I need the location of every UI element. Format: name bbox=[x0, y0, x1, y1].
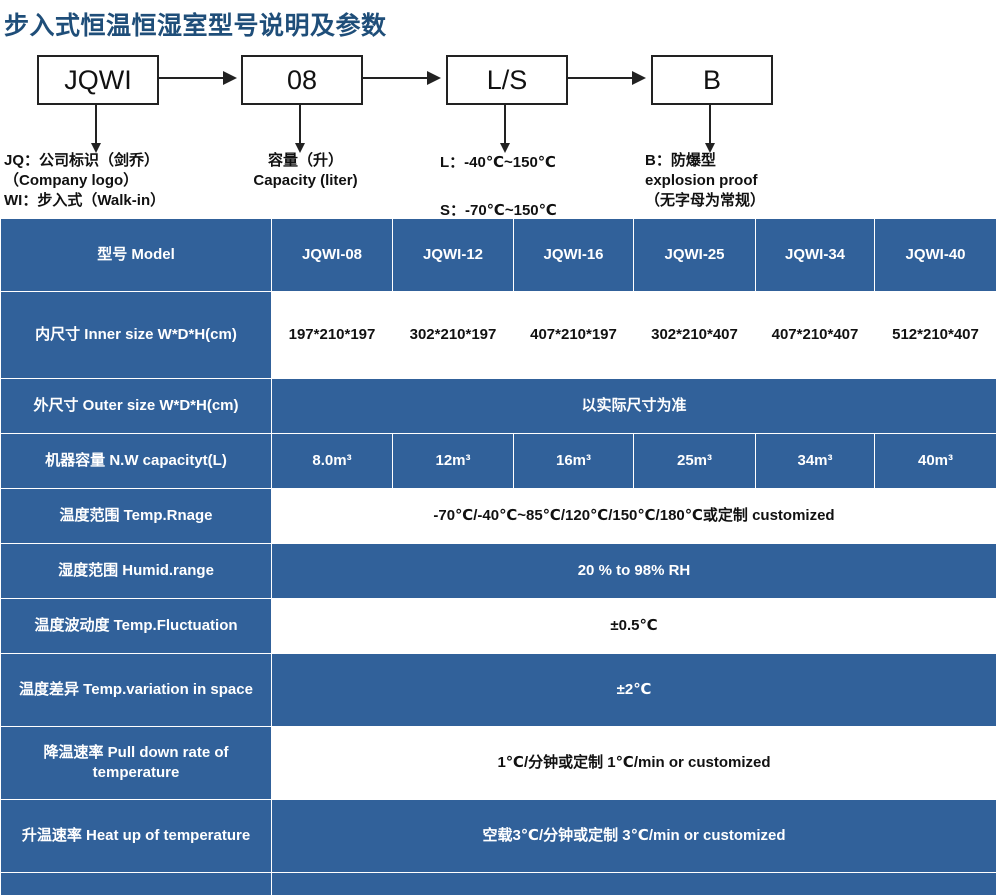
table-row: 升温速率 Heat up of temperature 空载3℃/分钟或定制 3… bbox=[1, 800, 996, 873]
table-row: 内尺寸 Inner size W*D*H(cm) 197*210*197 302… bbox=[1, 292, 996, 379]
header-model-2: JQWI-16 bbox=[514, 219, 634, 292]
row-label-temp-variation: 温度差异 Temp.variation in space bbox=[1, 654, 272, 727]
diagram-note-temprange: L：-40℃~150℃ S：-70℃~150℃ bbox=[440, 151, 630, 223]
spec-table: 型号 Model JQWI-08 JQWI-12 JQWI-16 JQWI-25… bbox=[0, 218, 996, 896]
table-row-header: 型号 Model JQWI-08 JQWI-12 JQWI-16 JQWI-25… bbox=[1, 219, 996, 292]
diagram-box-explosionproof-label: B bbox=[703, 65, 721, 96]
diagram-note-jqwi: JQ：公司标识（剑乔） （Company logo） WI：步入式（Walk-i… bbox=[4, 151, 234, 211]
table-row-partial bbox=[1, 873, 996, 896]
diagram-box-capacity-label: 08 bbox=[287, 65, 317, 96]
row-label-temp-fluctuation: 温度波动度 Temp.Fluctuation bbox=[1, 599, 272, 654]
cell-partial-span bbox=[272, 873, 996, 896]
diagram-box-capacity: 08 bbox=[241, 55, 363, 105]
cell-outer-size-span: 以实际尺寸为准 bbox=[272, 379, 996, 434]
row-label-humid-range: 湿度范围 Humid.range bbox=[1, 544, 272, 599]
table-row: 外尺寸 Outer size W*D*H(cm) 以实际尺寸为准 bbox=[1, 379, 996, 434]
header-model-1: JQWI-12 bbox=[393, 219, 514, 292]
cell-temp-variation-span: ±2℃ bbox=[272, 654, 996, 727]
diagram-box-temprange: L/S bbox=[446, 55, 568, 105]
diagram-note-explosionproof: B：防爆型 explosion proof （无字母为常规） bbox=[645, 151, 845, 211]
cell-heat-up-rate-span: 空载3℃/分钟或定制 3℃/min or customized bbox=[272, 800, 996, 873]
diagram-box-jqwi-label: JQWI bbox=[64, 65, 132, 96]
cell-temp-fluctuation-span: ±0.5℃ bbox=[272, 599, 996, 654]
cell-inner-size-4: 407*210*407 bbox=[756, 292, 875, 379]
table-row: 降温速率 Pull down rate of temperature 1℃/分钟… bbox=[1, 727, 996, 800]
row-label-nw-capacity: 机器容量 N.W capacityt(L) bbox=[1, 434, 272, 489]
arrow-line-3 bbox=[568, 77, 634, 79]
row-label-partial bbox=[1, 873, 272, 896]
cell-nw-capacity-3: 25m³ bbox=[634, 434, 756, 489]
row-label-pull-down-rate: 降温速率 Pull down rate of temperature bbox=[1, 727, 272, 800]
diagram-note-capacity: 容量（升） Capacity (liter) bbox=[228, 151, 383, 191]
cell-nw-capacity-2: 16m³ bbox=[514, 434, 634, 489]
cell-inner-size-1: 302*210*197 bbox=[393, 292, 514, 379]
header-model-4: JQWI-34 bbox=[756, 219, 875, 292]
row-label-temp-range: 温度范围 Temp.Rnage bbox=[1, 489, 272, 544]
row-label-inner-size: 内尺寸 Inner size W*D*H(cm) bbox=[1, 292, 272, 379]
cell-humid-range-span: 20 % to 98% RH bbox=[272, 544, 996, 599]
header-model-label: 型号 Model bbox=[1, 219, 272, 292]
diagram-box-jqwi: JQWI bbox=[37, 55, 159, 105]
header-model-0: JQWI-08 bbox=[272, 219, 393, 292]
arrow-head-2-icon bbox=[427, 71, 441, 85]
arrow-down-line-4 bbox=[709, 103, 711, 145]
table-row: 湿度范围 Humid.range 20 % to 98% RH bbox=[1, 544, 996, 599]
cell-nw-capacity-4: 34m³ bbox=[756, 434, 875, 489]
cell-inner-size-2: 407*210*197 bbox=[514, 292, 634, 379]
arrow-down-line-2 bbox=[299, 103, 301, 145]
cell-inner-size-5: 512*210*407 bbox=[875, 292, 996, 379]
row-label-outer-size: 外尺寸 Outer size W*D*H(cm) bbox=[1, 379, 272, 434]
cell-inner-size-0: 197*210*197 bbox=[272, 292, 393, 379]
model-code-diagram: JQWI 08 L/S B JQ：公司标识（剑乔） （Company logo） bbox=[0, 46, 996, 218]
header-model-5: JQWI-40 bbox=[875, 219, 996, 292]
cell-nw-capacity-1: 12m³ bbox=[393, 434, 514, 489]
arrow-down-line-1 bbox=[95, 103, 97, 145]
table-row: 温度波动度 Temp.Fluctuation ±0.5℃ bbox=[1, 599, 996, 654]
arrow-head-1-icon bbox=[223, 71, 237, 85]
arrow-line-1 bbox=[159, 77, 225, 79]
row-label-heat-up-rate: 升温速率 Heat up of temperature bbox=[1, 800, 272, 873]
cell-temp-range-span: -70℃/-40℃~85℃/120℃/150℃/180℃或定制 customiz… bbox=[272, 489, 996, 544]
arrow-down-line-3 bbox=[504, 103, 506, 145]
cell-nw-capacity-0: 8.0m³ bbox=[272, 434, 393, 489]
header-model-3: JQWI-25 bbox=[634, 219, 756, 292]
arrow-head-3-icon bbox=[632, 71, 646, 85]
table-row: 温度差异 Temp.variation in space ±2℃ bbox=[1, 654, 996, 727]
cell-pull-down-rate-span: 1℃/分钟或定制 1℃/min or customized bbox=[272, 727, 996, 800]
page-root: 步入式恒温恒湿室型号说明及参数 JQWI 08 L/S B bbox=[0, 0, 996, 810]
table-row: 温度范围 Temp.Rnage -70℃/-40℃~85℃/120℃/150℃/… bbox=[1, 489, 996, 544]
cell-inner-size-3: 302*210*407 bbox=[634, 292, 756, 379]
table-row: 机器容量 N.W capacityt(L) 8.0m³ 12m³ 16m³ 25… bbox=[1, 434, 996, 489]
cell-nw-capacity-5: 40m³ bbox=[875, 434, 996, 489]
page-title: 步入式恒温恒湿室型号说明及参数 bbox=[4, 6, 387, 42]
arrow-line-2 bbox=[363, 77, 429, 79]
diagram-box-temprange-label: L/S bbox=[487, 65, 528, 96]
diagram-box-explosionproof: B bbox=[651, 55, 773, 105]
